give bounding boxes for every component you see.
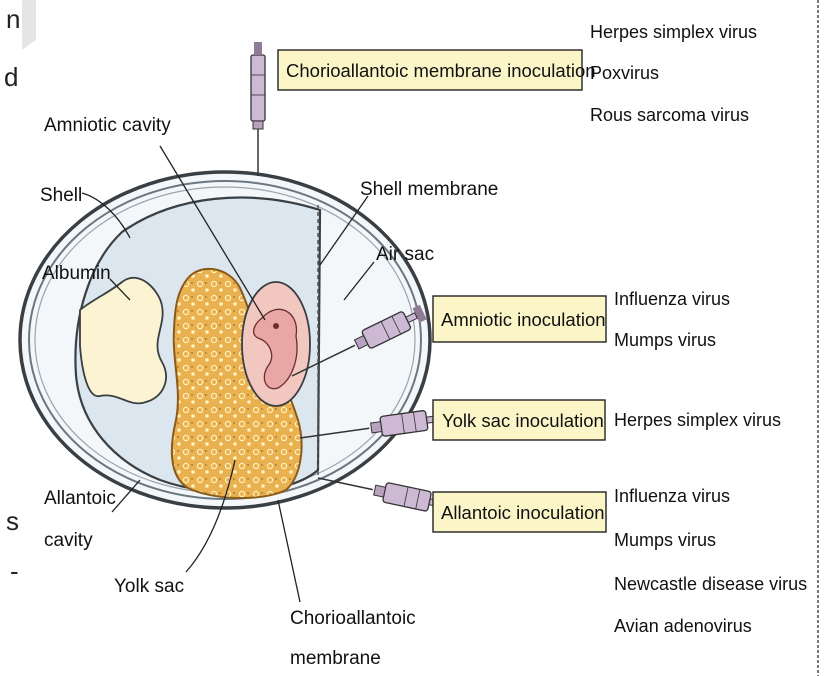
syringe-chorioallantoic (251, 42, 265, 176)
virus-list-amniotic: Influenza virus Mumps virus (614, 289, 730, 350)
label-amniotic-cavity: Amniotic cavity (44, 115, 171, 136)
virus-item: Poxvirus (590, 63, 659, 83)
box-amniotic: Amniotic inoculation (433, 296, 606, 342)
virus-item: Herpes simplex virus (614, 410, 781, 430)
virus-item: Avian adenovirus (614, 616, 752, 636)
label-chorioallantoic-2: membrane (290, 648, 381, 669)
label-allantoic-1: Allantoic (44, 488, 116, 509)
box-label-chorioallantoic: Chorioallantoic membrane inoculation (286, 60, 596, 81)
label-yolk-sac: Yolk sac (114, 576, 184, 597)
label-shell-membrane: Shell membrane (360, 179, 498, 200)
box-chorioallantoic: Chorioallantoic membrane inoculation (278, 50, 596, 90)
virus-list-chorioallantoic: Herpes simplex virus Poxvirus Rous sarco… (590, 22, 757, 125)
embryo-eye (273, 323, 279, 329)
label-albumin: Albumin (42, 263, 111, 284)
leader-chorioallantoic (278, 500, 300, 602)
label-chorioallantoic-1: Chorioallantoic (290, 608, 416, 629)
virus-list-allantoic: Influenza virus Mumps virus Newcastle di… (614, 486, 807, 636)
virus-item: Influenza virus (614, 289, 730, 309)
virus-item: Rous sarcoma virus (590, 105, 749, 125)
edge-fragment-1: n (6, 4, 20, 34)
virus-item: Newcastle disease virus (614, 574, 807, 594)
label-shell: Shell (40, 185, 82, 206)
virus-item: Mumps virus (614, 530, 716, 550)
edge-fragment-2: d (4, 62, 18, 92)
label-air-sac: Air sac (376, 244, 434, 265)
virus-list-yolk-sac: Herpes simplex virus (614, 410, 781, 430)
virus-item: Influenza virus (614, 486, 730, 506)
box-label-amniotic: Amniotic inoculation (441, 309, 606, 330)
box-label-allantoic: Allantoic inoculation (441, 502, 605, 523)
box-yolk-sac: Yolk sac inoculation (433, 400, 605, 440)
virus-item: Mumps virus (614, 330, 716, 350)
box-allantoic: Allantoic inoculation (433, 492, 606, 532)
box-label-yolk-sac: Yolk sac inoculation (442, 410, 604, 431)
edge-fragment-3: s (6, 506, 19, 536)
label-allantoic-2: cavity (44, 530, 93, 551)
virus-item: Herpes simplex virus (590, 22, 757, 42)
edge-fragment-4: - (10, 556, 19, 586)
